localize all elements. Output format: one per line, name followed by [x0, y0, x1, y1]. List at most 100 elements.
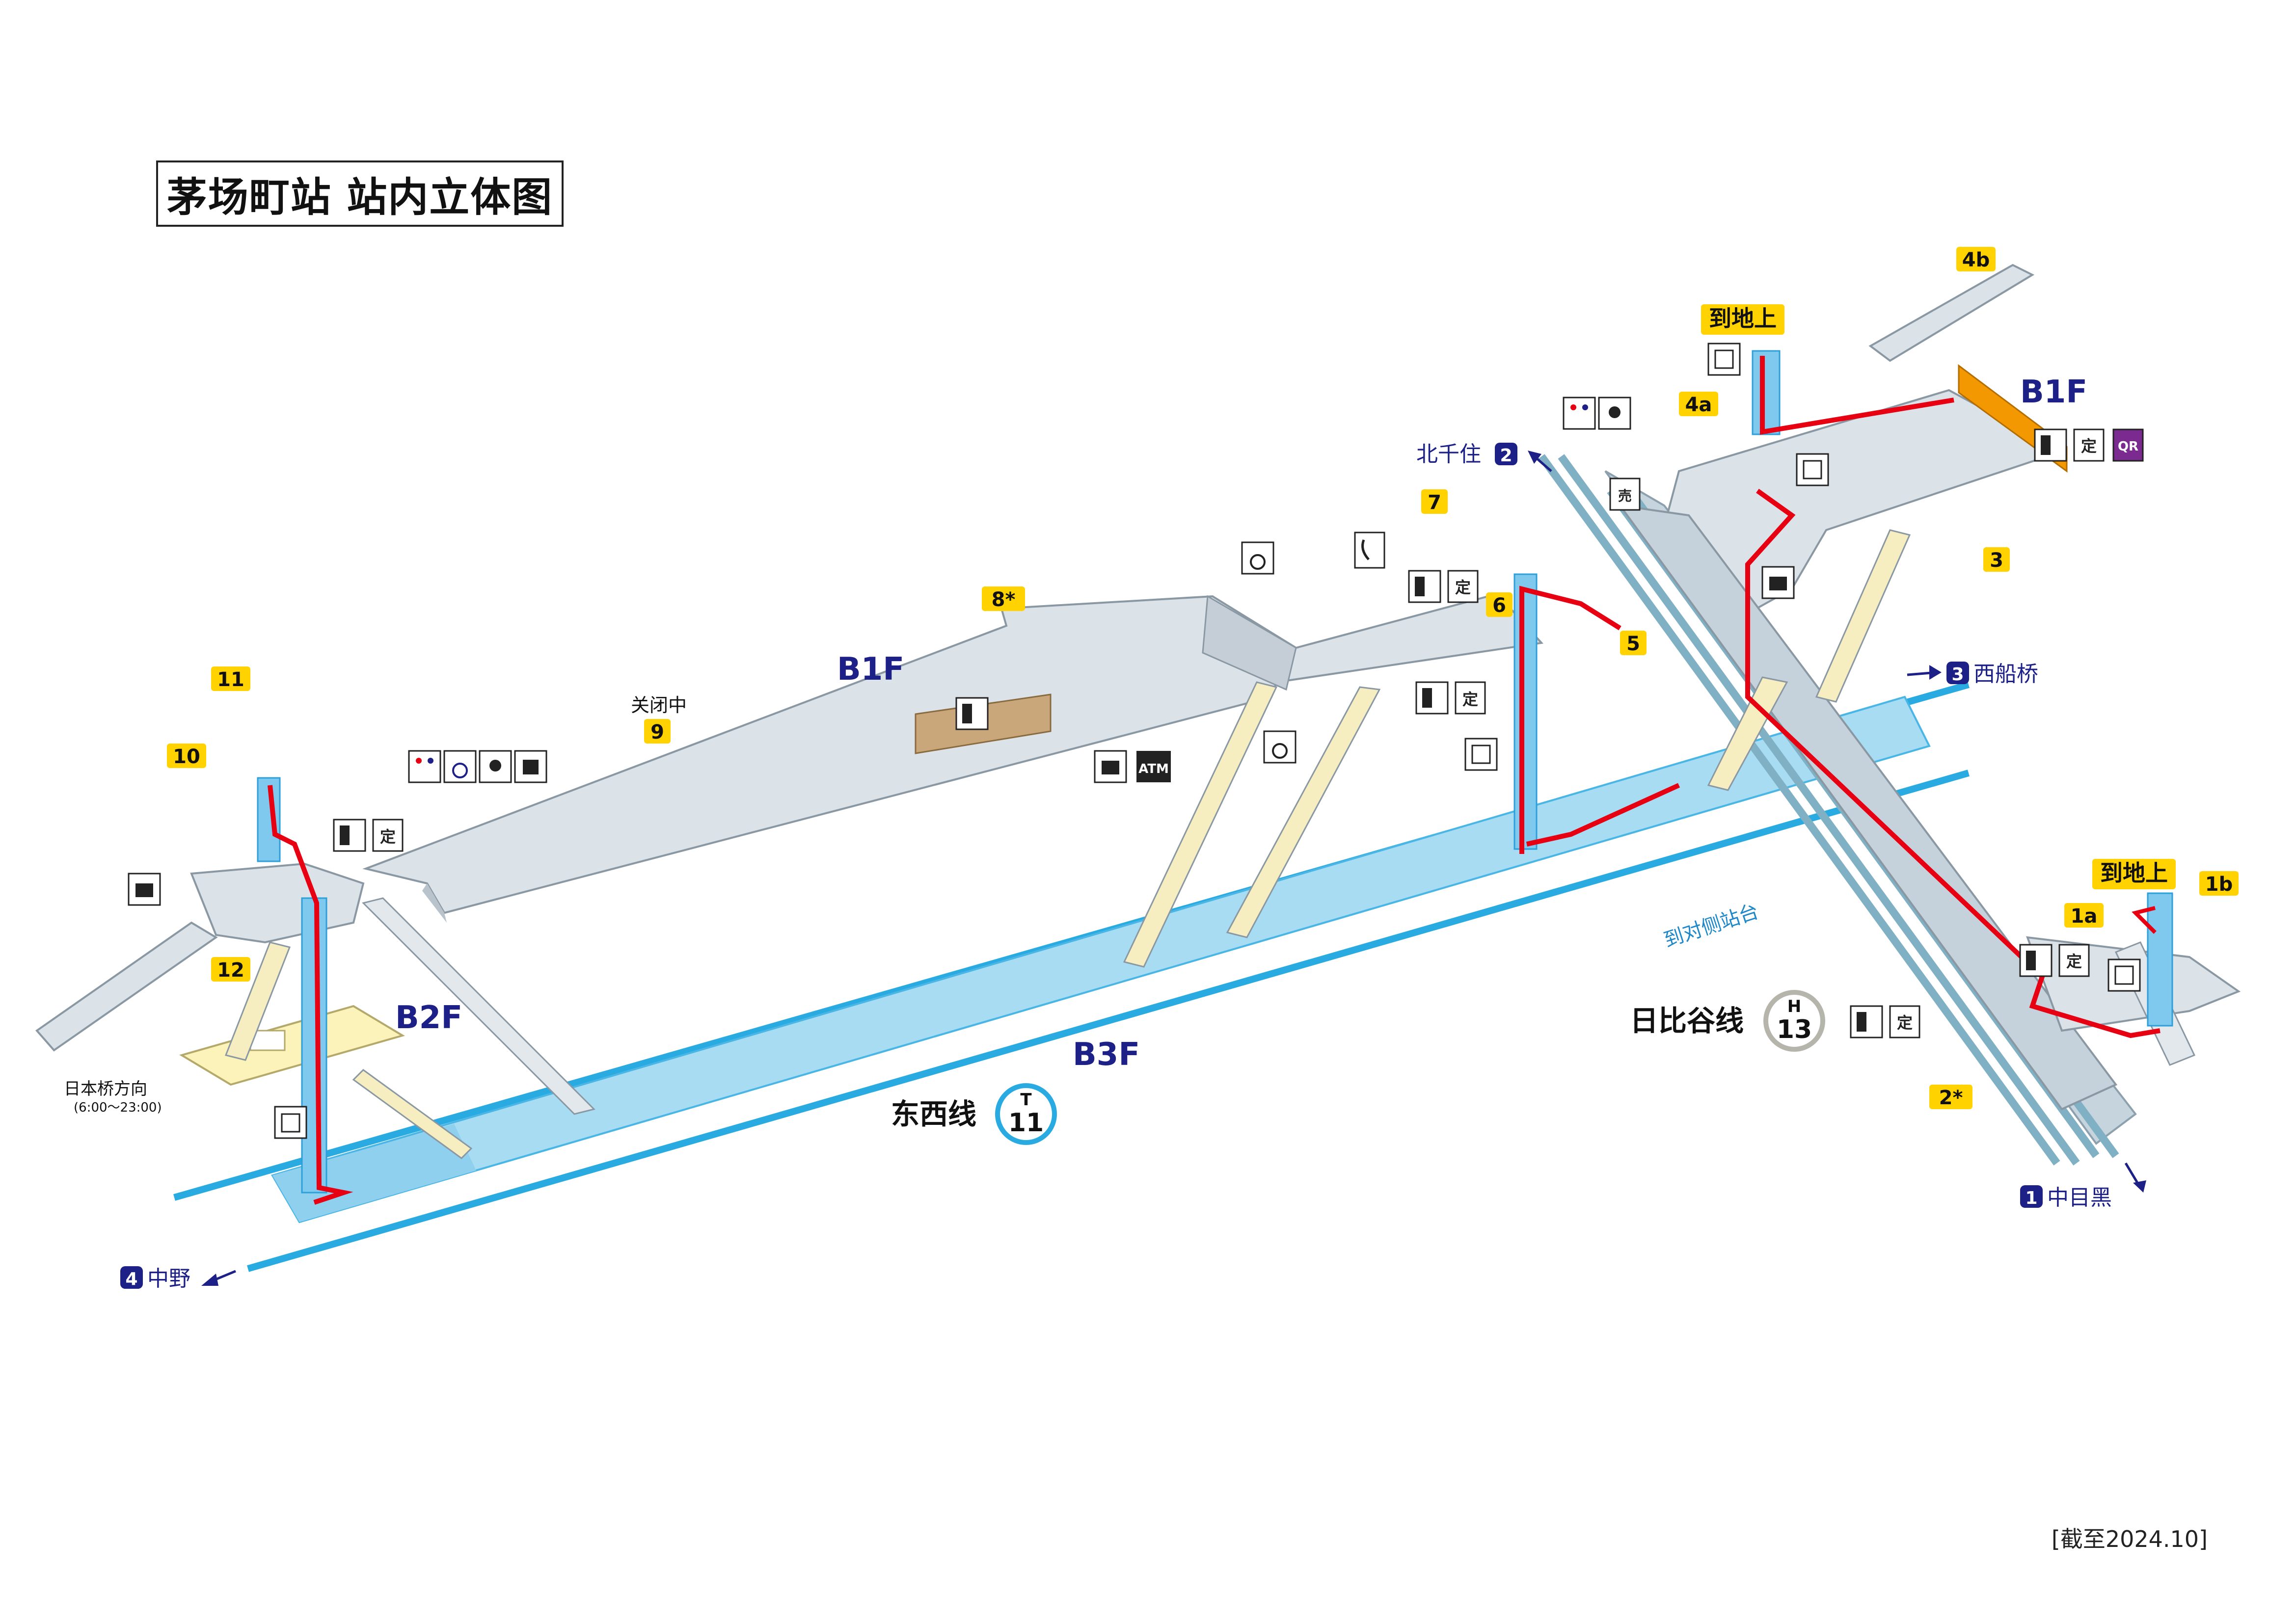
ticket-machine-icon	[1408, 570, 1441, 603]
ticket-machine-icon	[1415, 681, 1449, 715]
b1f-east-long-ramp	[1618, 504, 2118, 1111]
exit-number: 9	[650, 721, 664, 744]
direction-label: 北千住	[1416, 442, 1481, 467]
elevator-icon	[1796, 453, 1829, 486]
svg-text:定: 定	[1897, 1013, 1913, 1032]
b1f-west-arm	[35, 921, 218, 1052]
svg-text:QR: QR	[2118, 439, 2138, 454]
floor-label-b3f: B3F	[1073, 1037, 1140, 1073]
direction-label: 中目黑	[2047, 1185, 2112, 1210]
hibiya-rail-1	[1538, 454, 2060, 1166]
hibiya-line-name: 日比谷线	[1630, 1004, 1744, 1038]
exit-badge-1a: 1a	[2064, 903, 2104, 928]
tozai-line-name: 东西线	[891, 1097, 976, 1131]
elevators-group	[257, 350, 2173, 1194]
route-east-top	[2132, 906, 2157, 934]
phone-icon	[1354, 532, 1385, 569]
direction-number: 2	[1500, 446, 1512, 466]
svg-text:定: 定	[1462, 690, 1478, 709]
b1f-west-stair-area	[190, 862, 365, 944]
to-ground-label: 到地上	[1709, 305, 1777, 332]
nihonbashi-hours-label: (6:00～23:00)	[74, 1100, 162, 1115]
route-west	[268, 785, 353, 1205]
exit-number: 1b	[2205, 873, 2233, 896]
exit-badge-2star: 2*	[1929, 1085, 1972, 1109]
direction-number-badge	[120, 1266, 143, 1289]
exit-number: 2*	[1939, 1087, 1963, 1109]
direction-number-badge	[1495, 443, 1517, 465]
svg-text:売: 売	[1618, 488, 1632, 504]
direction-number-badge	[1946, 662, 1969, 684]
exit-badge-3: 3	[1983, 547, 2010, 572]
direction-number: 3	[1951, 665, 1964, 685]
stair-b3f-2	[1226, 686, 1381, 938]
coin-locker-icon	[1761, 566, 1795, 599]
restroom-icon	[1563, 397, 1596, 430]
direction-number: 1	[2025, 1188, 2037, 1208]
exit-badge-12: 12	[211, 957, 250, 982]
direction-kitasenju: 北千住 2	[1416, 442, 1517, 467]
b2f-group	[179, 1005, 405, 1086]
ticket-machine-icon	[1850, 1005, 1883, 1038]
elevator-to-ground-north	[1752, 350, 1781, 435]
barrier-free-route	[268, 356, 2161, 1205]
qr-ticket-icon: QR	[2112, 428, 2144, 462]
exit-number: 8*	[992, 588, 1016, 611]
direction-number-badge	[2020, 1185, 2043, 1208]
arrow-kitasenju-head	[1528, 451, 1541, 464]
direction-arrows	[201, 451, 2146, 1286]
elevator-to-ground-east	[2147, 892, 2173, 1027]
svg-text:定: 定	[380, 827, 396, 846]
exit-number: 4a	[1685, 394, 1712, 416]
exit-number: 3	[1990, 549, 2003, 572]
ramp-b3f-long	[362, 897, 595, 1115]
exit-badges: 11 10 12 9 8* 7 6 5 4a 4b 3 1a 1b 2*	[167, 247, 2239, 1109]
stair-b3f-3	[1707, 676, 1788, 791]
arrow-nakano-head	[201, 1274, 218, 1286]
route-center-up	[1519, 585, 1621, 854]
b1f-concourse-lower-edge	[422, 883, 447, 923]
elevator-b1f-center	[1513, 573, 1538, 850]
hibiya-badge-number: 13	[1777, 1015, 1812, 1044]
ostomate-icon	[514, 750, 547, 783]
tozai-track-south	[247, 770, 1970, 1272]
ticket-machine-icon	[2034, 428, 2067, 462]
stairs-group	[224, 529, 2196, 1159]
elevator-icon	[274, 1106, 307, 1139]
hibiya-badge-letter: H	[1787, 997, 1801, 1016]
direction-number: 4	[125, 1269, 137, 1289]
floor-label-b1f-left: B1F	[837, 651, 904, 688]
shop-icon: 売	[1609, 478, 1641, 511]
tozai-line-label: 东西线 T 11	[891, 1083, 1057, 1145]
svg-text:定: 定	[2066, 952, 2082, 971]
station-office-icon	[128, 873, 161, 906]
direction-nakano: 4 中野	[120, 1266, 190, 1291]
elevator-icon	[1707, 343, 1741, 376]
exit-number: 7	[1428, 491, 1441, 514]
wheelchair-lift-icon	[1241, 541, 1274, 575]
baby-icon	[479, 750, 512, 783]
opposite-platform-label: 到对侧站台	[1661, 900, 1761, 952]
svg-text:ATM: ATM	[1138, 762, 1169, 776]
exit-number: 12	[217, 959, 244, 982]
restroom-icon	[408, 750, 441, 783]
route-east	[1760, 356, 1954, 435]
b1f-north-stair-4b	[1868, 264, 2035, 362]
arrow-nakameguro-head	[2133, 1180, 2146, 1193]
closed-label: 关闭中	[631, 694, 687, 716]
direction-label: 西船桥	[1973, 662, 2038, 687]
exit-number: 11	[217, 668, 244, 691]
ticket-machine-icon	[2019, 944, 2053, 977]
exit-number: 1a	[2071, 905, 2098, 928]
fare-adjustment-icon: 定	[1455, 681, 1486, 715]
tozai-badge-number: 11	[1008, 1108, 1044, 1138]
fare-adjustment-icon: 定	[1889, 1005, 1920, 1038]
exit-badge-5: 5	[1620, 631, 1647, 655]
direction-nakameguro: 1 中目黑	[2020, 1185, 2112, 1210]
exit-badge-4b: 4b	[1956, 247, 1996, 271]
exit-number: 4b	[1962, 249, 1990, 271]
page-title: 茅场町站 站内立体图	[156, 160, 564, 227]
to-ground-north: 到地上	[1701, 304, 1784, 335]
coin-locker-icon	[1094, 750, 1127, 783]
